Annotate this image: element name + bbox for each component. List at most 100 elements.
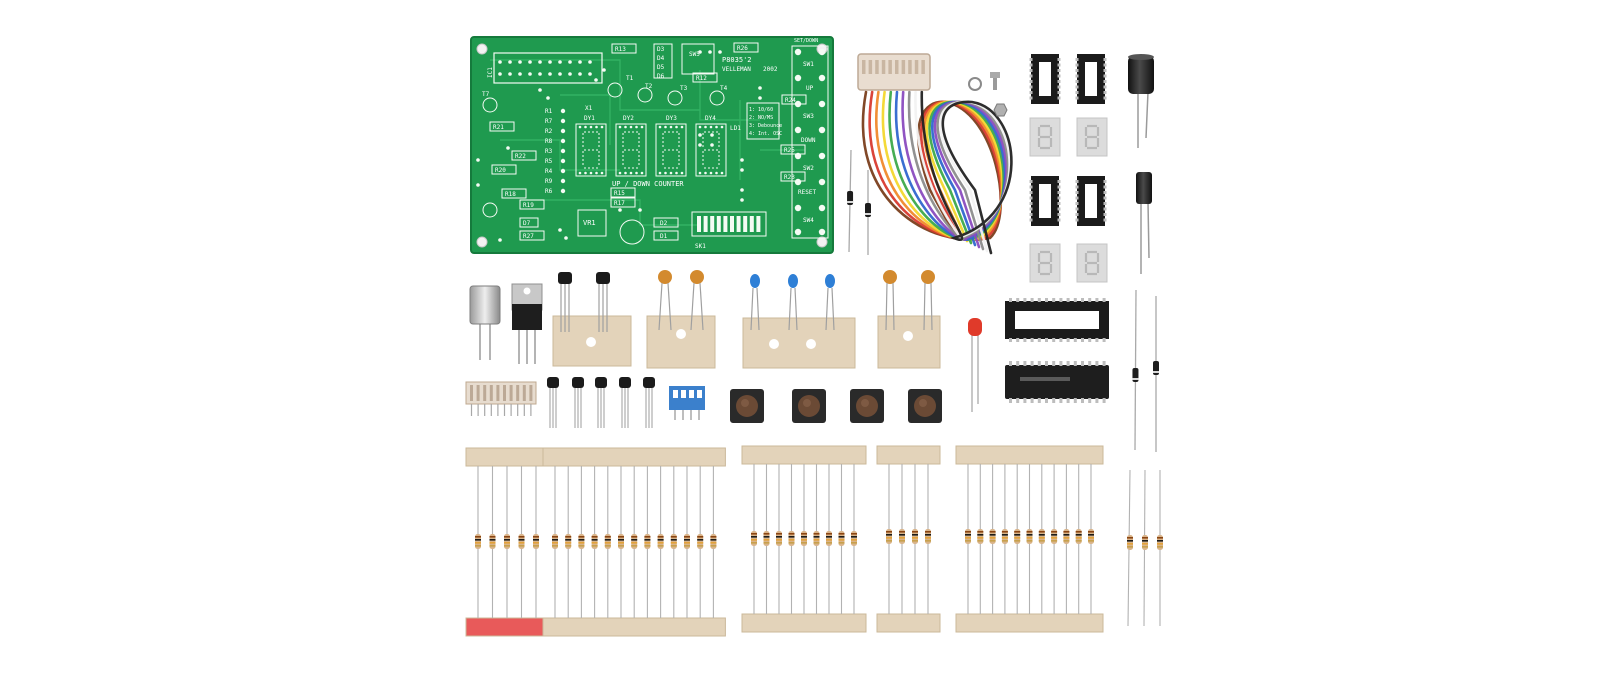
capacitor-lead: [794, 287, 798, 331]
capacitor-lead: [885, 282, 888, 331]
resistor-band: [899, 537, 905, 539]
socket-pin: [1075, 196, 1079, 200]
ic-pin: [1088, 398, 1092, 403]
resistor-band: [788, 539, 795, 541]
ic-pin: [1066, 398, 1070, 403]
solder-pad: [740, 198, 744, 202]
transistor-body: [547, 377, 559, 388]
resistor-band: [475, 539, 481, 541]
display-segments: [1037, 250, 1053, 276]
resistor-band: [977, 537, 984, 539]
resistor-band: [1014, 531, 1021, 533]
pcb-label-d7: D7: [523, 220, 531, 227]
resistor-band: [989, 531, 996, 533]
socket-pin: [1075, 91, 1079, 94]
solder-pad: [568, 60, 572, 64]
solder-pad: [703, 216, 708, 232]
pcb-label-r-column: R5: [545, 158, 553, 165]
resistor-band: [670, 536, 677, 538]
resistor-band: [899, 534, 905, 536]
resistor-band: [989, 540, 996, 542]
resistor-band: [886, 531, 892, 533]
wire: [907, 90, 1010, 251]
socket-pin: [1045, 298, 1048, 302]
socket-pin: [1029, 69, 1033, 72]
blue-capacitor: [788, 274, 798, 288]
pcb-label-r12: R12: [696, 75, 707, 82]
resistor-band: [776, 536, 782, 538]
resistor-band: [1001, 537, 1008, 539]
resistor-band: [1026, 531, 1033, 533]
resistor-band: [552, 542, 558, 544]
solder-pad: [518, 72, 522, 76]
diode-band: [1153, 371, 1159, 373]
ic-pin: [1037, 361, 1041, 366]
socket-window: [1085, 62, 1097, 96]
socket-pin: [1057, 74, 1061, 78]
resistor-band: [518, 536, 525, 538]
socket-pin: [1029, 91, 1033, 94]
solder-pad: [528, 72, 532, 76]
resistor-band: [591, 545, 598, 547]
ic-pin: [1102, 398, 1106, 403]
pcb-label-r23: R23: [784, 174, 795, 181]
solder-pad: [498, 238, 502, 242]
resistor-band: [838, 542, 845, 544]
socket-pin: [1030, 298, 1034, 302]
solder-pad: [548, 60, 552, 64]
solder-pad: [635, 171, 638, 175]
solder-pad: [704, 171, 707, 175]
socket-pin: [1075, 202, 1079, 205]
resistor-band: [684, 542, 690, 544]
capacitor-lead: [750, 287, 754, 331]
solder-pad: [818, 74, 826, 82]
socket-pin: [1009, 298, 1012, 302]
connector-slot: [881, 60, 886, 74]
solder-pad: [578, 60, 582, 64]
socket-pin: [1029, 207, 1033, 211]
solder-pad: [818, 228, 826, 236]
wire: [920, 90, 1013, 255]
socket-pin: [1103, 96, 1107, 100]
ic-pin: [1073, 398, 1077, 403]
resistor-band: [504, 542, 510, 544]
solder-pad: [675, 125, 678, 129]
electrolytic-cap-small: [1136, 172, 1152, 204]
pcb-label-ic1: IC1: [487, 67, 494, 78]
resistor-band: [912, 534, 918, 536]
resistor-band: [965, 534, 971, 536]
resistor-band: [475, 542, 481, 544]
pcb-label-r24: R24: [785, 97, 796, 104]
ic-pin: [1052, 398, 1056, 403]
solder-pad: [560, 128, 566, 134]
resistor-band: [1142, 546, 1148, 548]
resistor-band: [912, 531, 918, 533]
socket-pin: [1066, 298, 1070, 302]
resistor-band: [751, 536, 757, 538]
solder-pad: [618, 171, 622, 175]
wire-harness: [857, 53, 1013, 255]
solder-pad: [749, 216, 754, 232]
solder-pad: [548, 72, 552, 76]
solder-pad: [568, 72, 572, 76]
socket-pin: [1075, 218, 1079, 222]
resistor-band: [801, 536, 807, 538]
resistor-band: [1001, 531, 1008, 533]
resistor-band: [1088, 531, 1094, 533]
pcb-display-outline: [655, 123, 687, 177]
resistor-band: [1075, 540, 1082, 542]
solder-pad: [640, 125, 644, 129]
resistor-band: [899, 531, 905, 533]
resistor-band: [644, 539, 651, 541]
connector-slot: [862, 60, 866, 74]
resistor-band: [697, 545, 704, 547]
socket-pin: [1029, 213, 1033, 216]
resistor-band: [788, 542, 795, 544]
resistor-band: [1075, 534, 1082, 536]
resistor-band: [1142, 540, 1148, 542]
solder-pad: [709, 171, 713, 175]
ic-pin: [1059, 361, 1063, 366]
resistor-band: [565, 542, 572, 544]
resistor-band: [1001, 540, 1008, 542]
socket-pin: [1075, 180, 1079, 183]
